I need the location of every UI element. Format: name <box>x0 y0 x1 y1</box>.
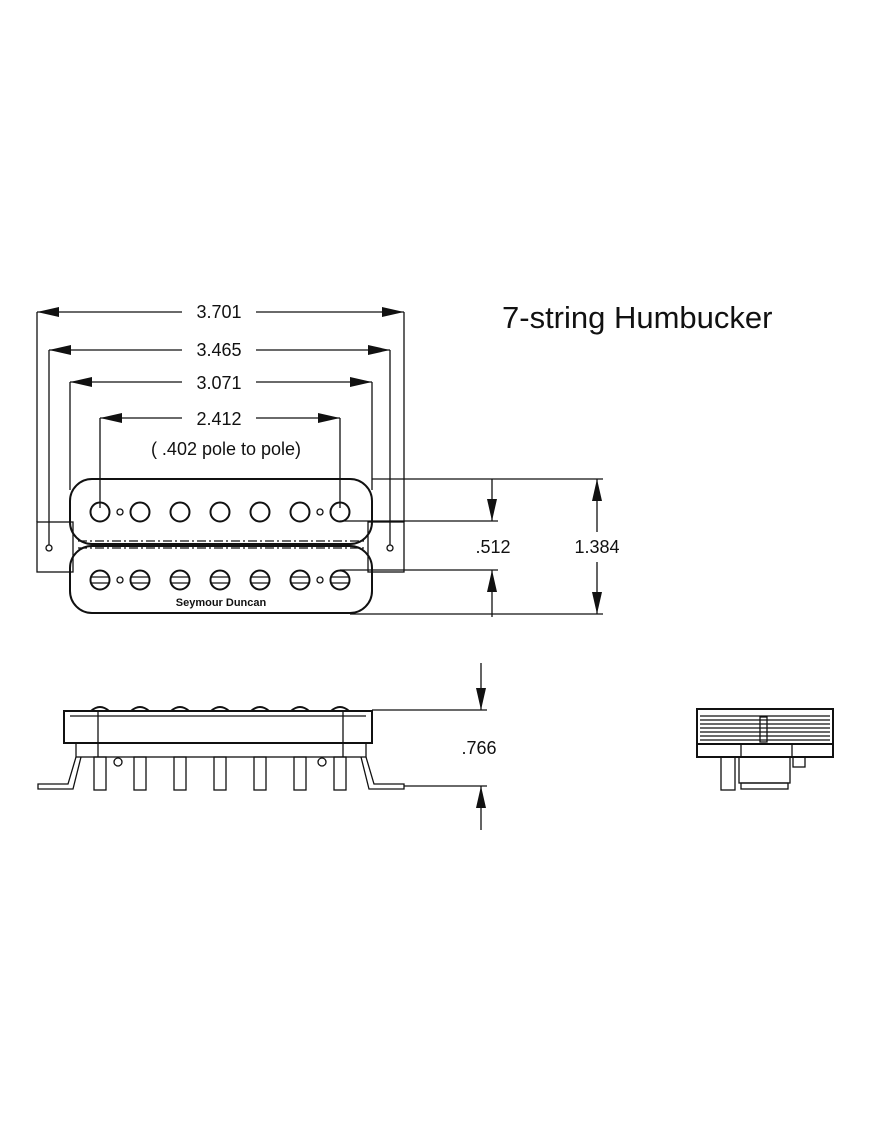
arrow <box>487 499 497 521</box>
height-label: .766 <box>461 738 496 758</box>
lower-coil <box>69 545 373 614</box>
arrow <box>592 592 602 614</box>
pole-top <box>330 706 350 712</box>
screw-pole <box>169 569 191 591</box>
pole-row-spacing-label: .512 <box>475 537 510 557</box>
arrow <box>350 377 372 387</box>
pole-top <box>250 706 270 712</box>
screw-pole <box>329 569 351 591</box>
end-cover <box>696 708 834 745</box>
pole-leg <box>213 756 227 791</box>
title: 7-string Humbucker <box>502 300 772 335</box>
end-center-post <box>759 716 768 743</box>
right-mount-hole <box>386 544 394 552</box>
small-hole <box>116 508 124 516</box>
left-mounting-ear <box>37 756 82 790</box>
side-small-post <box>113 757 123 767</box>
slug-pole <box>129 501 151 523</box>
overall-length-label: 1.384 <box>574 537 619 557</box>
pole-top <box>90 706 110 712</box>
end-view <box>696 708 834 791</box>
pole-top <box>130 706 150 712</box>
arrow <box>368 345 390 355</box>
arrow <box>592 479 602 501</box>
arrow <box>37 307 59 317</box>
end-stripes <box>700 715 830 741</box>
slug-pole <box>209 501 231 523</box>
pole-leg <box>93 756 107 791</box>
screw-pole <box>89 569 111 591</box>
brand-label: Seymour Duncan <box>176 597 267 609</box>
baseplate <box>75 742 367 758</box>
screw-pole <box>129 569 151 591</box>
pole-leg <box>333 756 347 791</box>
pole-tops <box>90 706 350 712</box>
end-bobbin-foot <box>740 782 789 790</box>
lower-pole-row <box>89 569 351 591</box>
screw-pole <box>209 569 231 591</box>
pole-top <box>170 706 190 712</box>
slug-pole <box>249 501 271 523</box>
pole-span-label: 2.412 <box>196 409 241 429</box>
small-hole <box>316 576 324 584</box>
pole-leg <box>293 756 307 791</box>
end-tab <box>792 756 806 768</box>
arrow <box>49 345 71 355</box>
side-small-post <box>317 757 327 767</box>
mount-width-label: 3.465 <box>196 340 241 360</box>
left-mount-hole <box>45 544 53 552</box>
screw-pole <box>289 569 311 591</box>
upper-coil <box>69 478 373 545</box>
overall-width-label: 3.701 <box>196 302 241 322</box>
arrow <box>100 413 122 423</box>
slug-pole <box>289 501 311 523</box>
arrow <box>487 570 497 592</box>
small-hole <box>316 508 324 516</box>
top-view: Seymour Duncan 3.701 3.465 3.071 2 <box>36 302 620 617</box>
pole-leg <box>253 756 267 791</box>
pole-top <box>290 706 310 712</box>
left-mounting-ear <box>36 521 74 573</box>
screw-pole <box>249 569 271 591</box>
end-baseplate <box>696 743 834 758</box>
arrow <box>318 413 340 423</box>
pole-spacing-note: ( .402 pole to pole) <box>151 439 301 459</box>
pole-leg <box>173 756 187 791</box>
arrow <box>476 786 486 808</box>
right-mounting-ear <box>367 521 405 573</box>
end-leg <box>720 756 736 791</box>
end-bobbin <box>738 756 791 784</box>
arrow <box>476 688 486 710</box>
pole-leg <box>133 756 147 791</box>
side-view: .766 <box>37 663 497 830</box>
right-mounting-ear <box>360 756 405 790</box>
arrow <box>382 307 404 317</box>
cover-width-label: 3.071 <box>196 373 241 393</box>
slug-pole <box>169 501 191 523</box>
upper-pole-row <box>89 501 351 523</box>
pole-top <box>210 706 230 712</box>
arrow <box>70 377 92 387</box>
pole-legs <box>93 756 347 791</box>
small-hole <box>116 576 124 584</box>
